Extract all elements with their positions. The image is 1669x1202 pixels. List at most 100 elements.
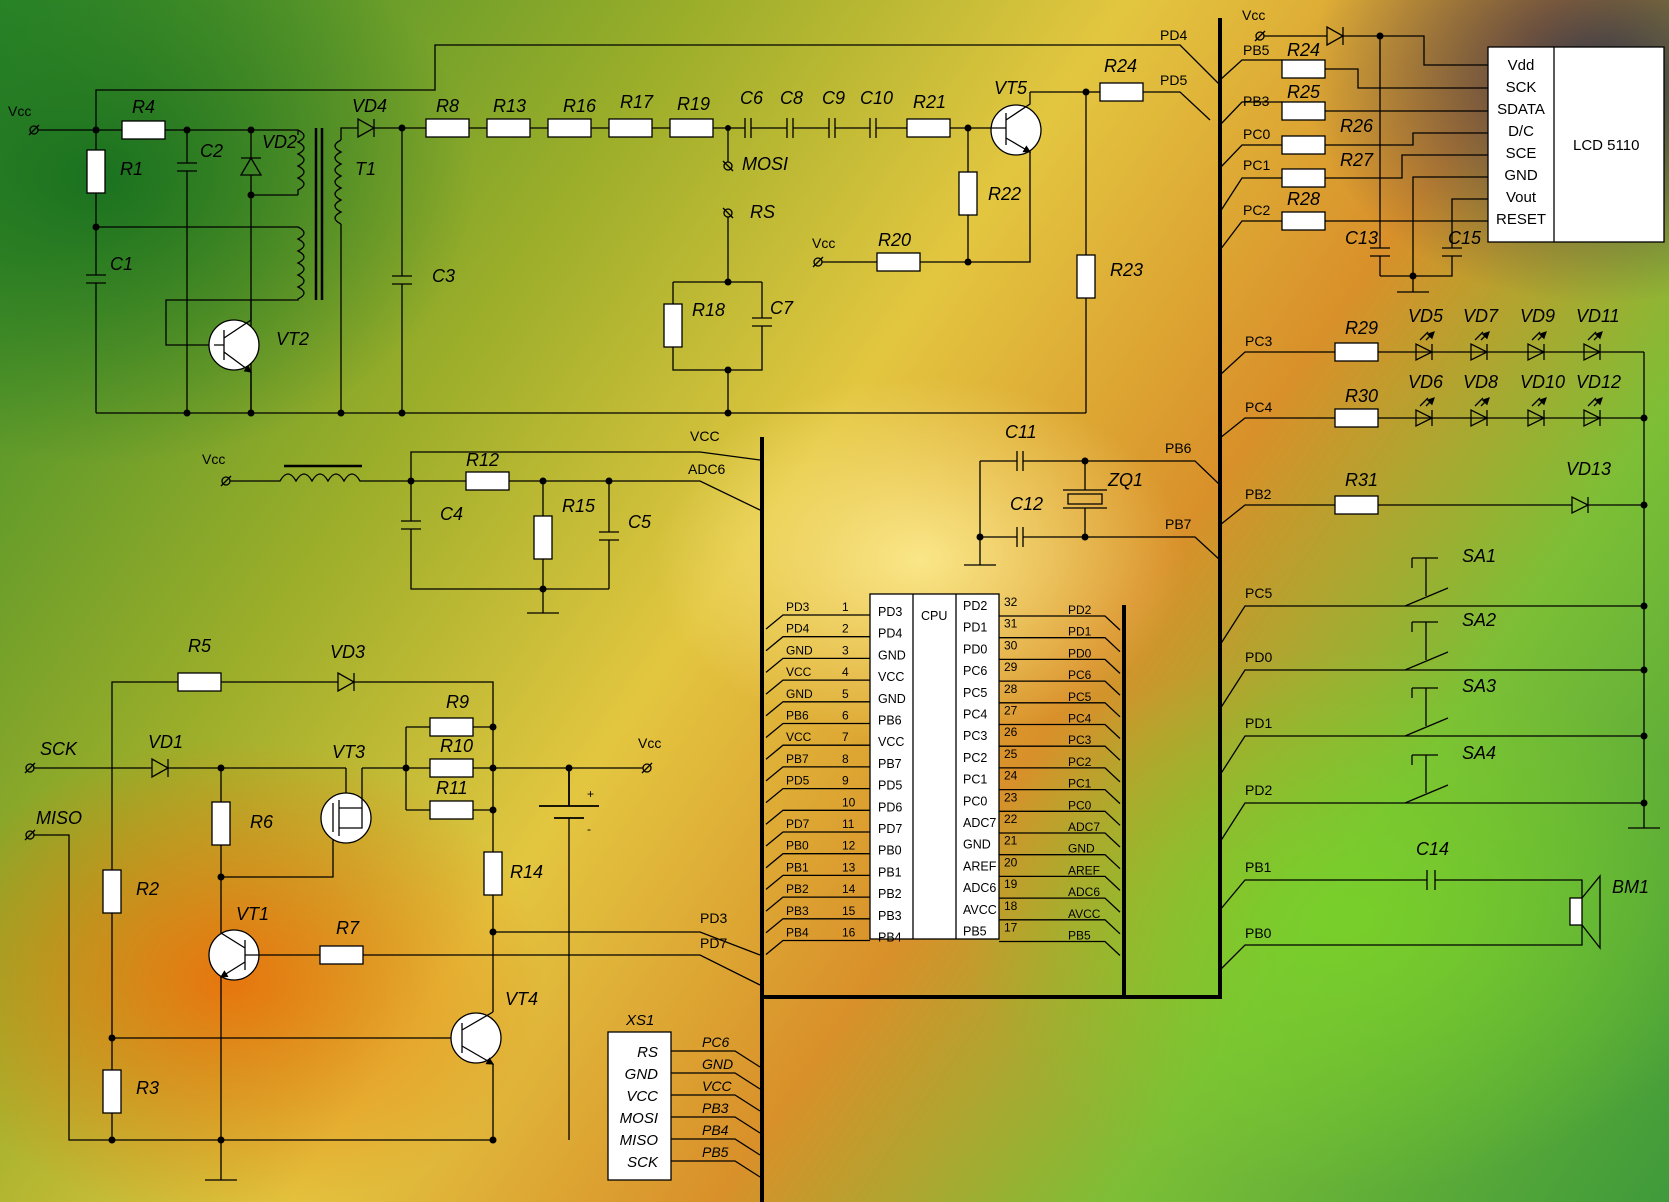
cpu-pin-32-name: PD2 — [963, 599, 987, 613]
c14-label: C14 — [1416, 839, 1449, 859]
cpu-pin-23-name: PC0 — [963, 794, 987, 808]
r31-label: R31 — [1345, 470, 1378, 490]
vd4-label: VD4 — [352, 96, 387, 116]
t1-label: T1 — [355, 159, 376, 179]
cpu-pin-18-name: AVCC — [963, 903, 997, 917]
cpu-pin-22-name: ADC7 — [963, 816, 996, 830]
cpu-pin-4-net: VCC — [786, 665, 812, 679]
vt2-label: VT2 — [276, 329, 309, 349]
vt1-label: VT1 — [236, 904, 269, 924]
cpu-pin-19-name: ADC6 — [963, 881, 996, 895]
c12-label: C12 — [1010, 494, 1043, 514]
cpu-chip: CPU PD31PD3PD42PD4GND3GNDVCC4VCCGND5GNDP… — [765, 593, 1121, 956]
cpu-pin-31-net: PD1 — [1068, 625, 1092, 639]
cpu-pin-30-net: PD0 — [1068, 646, 1092, 660]
xs1-net-3: PB3 — [702, 1100, 729, 1116]
c15-label: C15 — [1448, 228, 1482, 248]
vt3-label: VT3 — [332, 742, 365, 762]
r5-label: R5 — [188, 636, 212, 656]
cpu-pin-29-number: 29 — [1004, 660, 1018, 674]
vd11-label: VD11 — [1576, 306, 1620, 326]
switch-sa3 — [1411, 687, 1438, 726]
r15-label: R15 — [562, 496, 596, 516]
pb3-lcd-label: PB3 — [1243, 93, 1270, 109]
transistor-vt2 — [208, 319, 260, 371]
cpu-pin-24-net: PC1 — [1068, 777, 1092, 791]
pb7-crystal-label: PB7 — [1165, 516, 1192, 532]
adc6-bus-label: ADC6 — [688, 461, 726, 477]
cpu-pin-26-number: 26 — [1004, 725, 1018, 739]
cpu-pin-31-number: 31 — [1004, 617, 1018, 631]
cpu-pin-25-net: PC2 — [1068, 755, 1092, 769]
cpu-pin-27-net: PC4 — [1068, 712, 1092, 726]
vcc-bus-label: VCC — [690, 428, 720, 444]
c8-label: C8 — [780, 88, 803, 108]
r8-label: R8 — [436, 96, 459, 116]
led-vd12 — [1583, 408, 1602, 428]
bus-lines — [760, 18, 1222, 1202]
c9-label: C9 — [822, 88, 845, 108]
cpu-pin-15-number: 15 — [842, 904, 856, 918]
resistor-r25 — [1281, 101, 1326, 121]
xs1-pin-mosi: MOSI — [620, 1110, 658, 1127]
led-vd6 — [1415, 408, 1434, 428]
led-vd7 — [1470, 342, 1489, 362]
cpu-pin-4-name: VCC — [878, 670, 904, 684]
pc0-lcd-label: PC0 — [1243, 126, 1270, 142]
lcd-title: LCD 5110 — [1573, 137, 1639, 154]
vd2-label: VD2 — [262, 132, 297, 152]
resistor-r9 — [429, 717, 474, 737]
cpu-pin-16-number: 16 — [842, 926, 856, 940]
resistor-r3 — [102, 1069, 122, 1114]
pd1_sw-label: PD1 — [1245, 715, 1272, 731]
cpu-pin-10-number: 10 — [842, 795, 856, 809]
c13-label: C13 — [1345, 228, 1378, 248]
pc5_sw-label: PC5 — [1245, 585, 1272, 601]
xs1-net-4: PB4 — [702, 1122, 729, 1138]
resistor-r11 — [429, 800, 474, 820]
pc4-led-label: PC4 — [1245, 399, 1272, 415]
c10-label: C10 — [860, 88, 893, 108]
speaker-bm1 — [1569, 897, 1583, 926]
cpu-pin-8-net: PB7 — [786, 752, 809, 766]
r24-label: R24 — [1104, 56, 1137, 76]
cpu-pin-20-name: AREF — [963, 859, 997, 873]
pb6-crystal-label: PB6 — [1165, 440, 1192, 456]
vd1-label: VD1 — [148, 732, 183, 752]
cpu-pin-14-net: PB2 — [786, 882, 809, 896]
cpu-pin-5-net: GND — [786, 687, 813, 701]
cpu-pin-26-name: PC3 — [963, 729, 987, 743]
cpu-title: CPU — [921, 609, 947, 623]
cpu-pin-26-net: PC3 — [1068, 733, 1092, 747]
cpu-pin-6-net: PB6 — [786, 709, 809, 723]
hv-generator-section: Vcc R4 PD4 R1 C1 C2 VD2 T1 — [8, 27, 1221, 417]
r23-label: R23 — [1110, 260, 1143, 280]
r1-label: R1 — [120, 159, 143, 179]
switch-sa1 — [1411, 557, 1438, 596]
resistor-r31 — [1334, 495, 1379, 515]
cpu-pin-14-name: PB2 — [878, 887, 902, 901]
lcd-pin-vdd: Vdd — [1508, 57, 1535, 74]
cpu-pin-5-name: GND — [878, 692, 906, 706]
resistor-r5 — [177, 672, 222, 692]
cpu-pin-23-number: 23 — [1004, 790, 1018, 804]
cpu-pin-9-name: PD5 — [878, 779, 902, 793]
r29-label: R29 — [1345, 318, 1378, 338]
r14-label: R14 — [510, 862, 543, 882]
resistor-r20 — [876, 252, 921, 272]
c6-label: C6 — [740, 88, 764, 108]
vcc-output-label: Vcc — [638, 735, 661, 751]
cpu-pin-1-net: PD3 — [786, 600, 810, 614]
xs1-label: XS1 — [625, 1012, 654, 1029]
cpu-pin-8-number: 8 — [842, 752, 849, 766]
pb1-buzzer-label: PB1 — [1245, 859, 1272, 875]
r17-label: R17 — [620, 92, 654, 112]
sa3-label: SA3 — [1462, 676, 1496, 696]
cpu-pin-21-number: 21 — [1004, 834, 1018, 848]
battery-plus: + — [587, 787, 594, 801]
cpu-pin-5-number: 5 — [842, 687, 849, 701]
r18-label: R18 — [692, 300, 725, 320]
vd12-label: VD12 — [1576, 372, 1621, 392]
vd3-label: VD3 — [330, 642, 365, 662]
cpu-pin-15-net: PB3 — [786, 904, 809, 918]
